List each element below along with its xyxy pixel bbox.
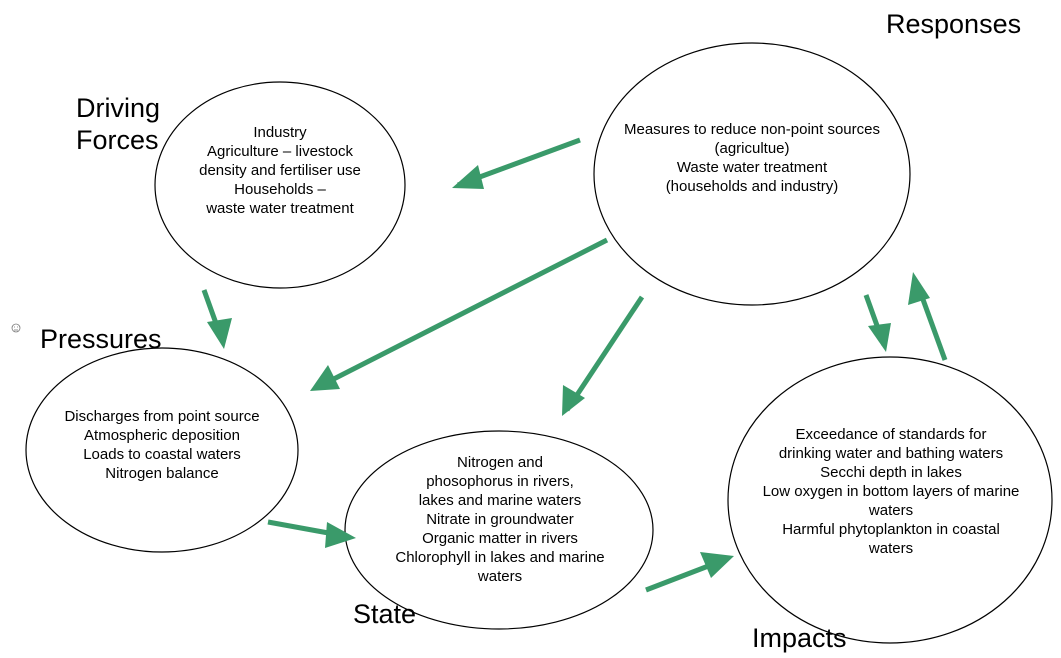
state-line: Nitrate in groundwater: [426, 511, 574, 528]
impacts-line: Harmful phytoplankton in coastal: [782, 521, 1000, 538]
driving-forces-heading-line1: Driving: [76, 93, 161, 123]
arrowhead-responses-up: [908, 272, 930, 305]
pressures-line: Loads to coastal waters: [83, 446, 241, 463]
pressures-line: Atmospheric deposition: [84, 427, 240, 444]
arrowhead-state: [562, 385, 585, 416]
arrowhead-impacts: [700, 552, 734, 578]
responses-line: Measures to reduce non-point sources: [624, 121, 880, 138]
arrowhead-pressures-from-responses: [310, 365, 340, 391]
driving-forces-line: Households –: [234, 181, 326, 198]
pressures-line: Nitrogen balance: [105, 465, 219, 482]
state-text: Nitrogen and phosophorus in rivers, lake…: [360, 453, 640, 586]
arrowhead-impacts-down: [868, 323, 891, 352]
pressures-ellipse: [25, 347, 299, 553]
state-line: phosophorus in rivers,: [426, 473, 574, 490]
responses-line: (agricultue): [714, 140, 790, 157]
pressures-line: Discharges from point source: [64, 408, 260, 425]
pressures-heading: Pressures: [40, 324, 162, 354]
driving-forces-line: density and fertiliser use: [199, 162, 361, 179]
smiley-icon: [11, 323, 21, 333]
responses-line: (households and industry): [665, 178, 839, 195]
state-line: Chlorophyll in lakes and marine: [395, 549, 605, 566]
state-line: Nitrogen and: [457, 454, 543, 471]
pressures-text: Discharges from point source Atmospheric…: [28, 407, 296, 483]
driving-forces-heading: Driving Forces: [76, 92, 160, 156]
responses-ellipse: [593, 42, 911, 306]
arrow-responses-to-pressures: [316, 237, 609, 390]
responses-heading: Responses: [886, 9, 1022, 39]
driving-forces-ellipse: [154, 81, 406, 289]
state-line: lakes and marine waters: [418, 492, 582, 509]
driving-forces-line: Industry: [253, 124, 307, 141]
arrowhead-state-left: [325, 522, 356, 548]
driving-forces-line: Agriculture – livestock: [207, 143, 353, 160]
impacts-line: waters: [868, 502, 914, 519]
arrowhead-pressures: [207, 318, 232, 349]
impacts-heading: Impacts: [752, 623, 847, 653]
driving-forces-line: waste water treatment: [206, 200, 354, 217]
state-line: waters: [477, 568, 523, 585]
driving-forces-heading-line2: Forces: [76, 125, 159, 155]
impacts-line: waters: [868, 540, 914, 557]
driving-forces-text: Industry Agriculture – livestock density…: [155, 123, 405, 218]
arrow-responses-to-state: [564, 295, 645, 412]
impacts-line: Secchi depth in lakes: [820, 464, 962, 481]
arrowhead-driving-forces: [452, 165, 484, 189]
impacts-ellipse: [727, 356, 1053, 644]
impacts-line: drinking water and bathing waters: [778, 445, 1004, 462]
impacts-text: Exceedance of standards for drinking wat…: [730, 425, 1052, 558]
responses-line: Waste water treatment: [676, 159, 828, 176]
state-ellipse: [344, 430, 654, 630]
impacts-line: Low oxygen in bottom layers of marine: [762, 483, 1020, 500]
state-line: Organic matter in rivers: [422, 530, 578, 547]
impacts-line: Exceedance of standards for: [795, 426, 987, 443]
responses-text: Measures to reduce non-point sources (ag…: [602, 120, 902, 196]
state-heading: State: [353, 599, 417, 629]
